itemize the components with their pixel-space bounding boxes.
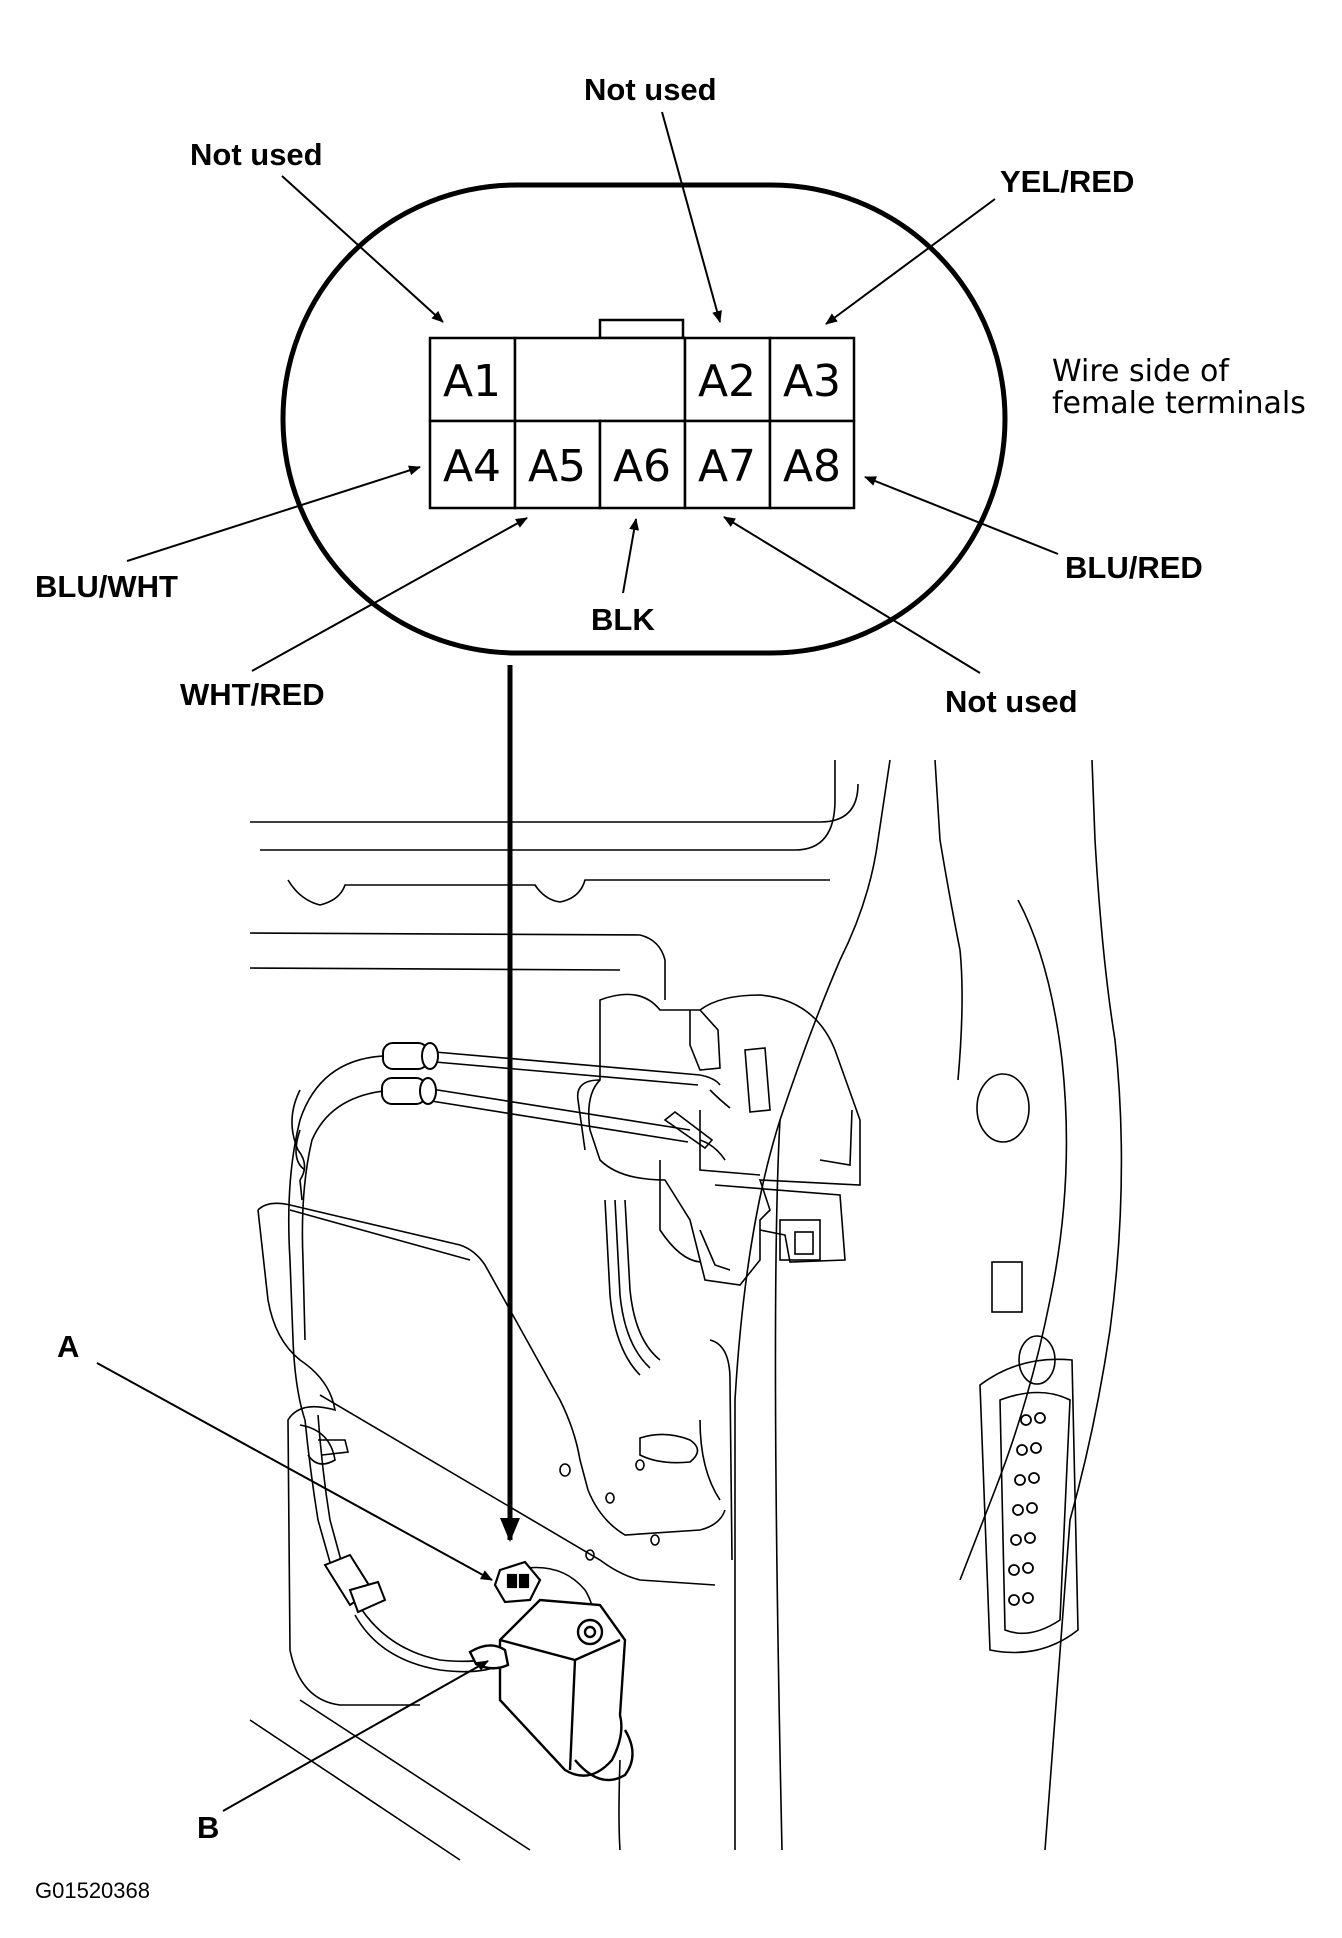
door-body-illustration bbox=[249, 759, 1123, 1861]
figure-code: G01520368 bbox=[35, 1878, 150, 1903]
leader-a5 bbox=[251, 517, 528, 672]
terminal-a3-label: A3 bbox=[783, 356, 841, 407]
control-unit-b bbox=[468, 1598, 634, 1782]
leader-a6 bbox=[622, 518, 640, 594]
terminal-grid bbox=[428, 336, 856, 510]
wire-side-note-line1: Wire side of bbox=[1052, 354, 1230, 389]
terminal-a2-label: A2 bbox=[698, 356, 756, 407]
leader-a3 bbox=[825, 198, 996, 325]
rod-clips bbox=[381, 1042, 439, 1105]
harness-coupler bbox=[323, 1553, 387, 1614]
misc-body-features bbox=[299, 1424, 699, 1561]
door-inner-frame bbox=[249, 1089, 733, 1861]
callout-a3: YEL/RED bbox=[1000, 164, 1134, 199]
part-label-a: A bbox=[57, 1329, 79, 1364]
terminal-a1-label: A1 bbox=[443, 356, 501, 407]
callout-labels: Not used Not used YEL/RED BLU/WHT WHT/RE… bbox=[35, 72, 1203, 719]
callout-a7: Not used bbox=[945, 684, 1078, 719]
callout-a5: WHT/RED bbox=[180, 677, 325, 712]
door-latch-assembly bbox=[576, 993, 861, 1286]
terminal-a7-label: A7 bbox=[698, 441, 756, 492]
callout-a2: Not used bbox=[584, 72, 717, 107]
terminal-a8-cell bbox=[768, 419, 856, 510]
callout-a6: BLK bbox=[591, 602, 655, 637]
leader-a1 bbox=[281, 175, 444, 323]
terminal-a6-cell bbox=[598, 419, 687, 510]
terminal-empty-cell bbox=[513, 336, 687, 423]
terminal-a4-cell bbox=[428, 419, 517, 510]
terminal-a7-cell bbox=[683, 419, 772, 510]
callout-a8: BLU/RED bbox=[1065, 550, 1203, 585]
part-label-b: B bbox=[197, 1810, 219, 1845]
body-round-hole bbox=[976, 1073, 1030, 1143]
terminal-a1-cell bbox=[428, 336, 517, 423]
pillar-lines bbox=[734, 759, 1123, 1851]
callout-a4: BLU/WHT bbox=[35, 569, 178, 604]
part-labels: A B bbox=[57, 1329, 493, 1845]
leader-part-a bbox=[96, 1362, 493, 1581]
callout-a1: Not used bbox=[190, 137, 323, 172]
connector-outline bbox=[280, 182, 1008, 656]
connector-lock-tab bbox=[598, 318, 685, 340]
wire-harness bbox=[287, 1055, 661, 1673]
terminal-a5-label: A5 bbox=[528, 441, 586, 492]
callout-leaders bbox=[126, 111, 1059, 674]
wire-side-note-line2: female terminals bbox=[1052, 386, 1306, 421]
leader-a8 bbox=[864, 476, 1059, 555]
upper-panel-lines bbox=[249, 760, 859, 1000]
leader-a4 bbox=[126, 465, 421, 562]
door-striker bbox=[979, 1358, 1079, 1654]
body-square-slot bbox=[991, 1261, 1023, 1313]
terminal-a6-label: A6 bbox=[613, 441, 671, 492]
terminal-a8-label: A8 bbox=[783, 441, 841, 492]
terminal-a5-cell bbox=[513, 419, 602, 510]
leader-a2 bbox=[661, 111, 722, 323]
connector-face-view: A1 A2 A3 A4 A5 A6 A7 A8 Wire side of fem… bbox=[280, 182, 1306, 656]
harness-connector-a bbox=[493, 1560, 542, 1604]
leader-a7 bbox=[723, 516, 981, 674]
terminal-a4-label: A4 bbox=[443, 441, 501, 492]
leader-part-b bbox=[222, 1660, 489, 1812]
latch-rods bbox=[424, 1051, 731, 1161]
